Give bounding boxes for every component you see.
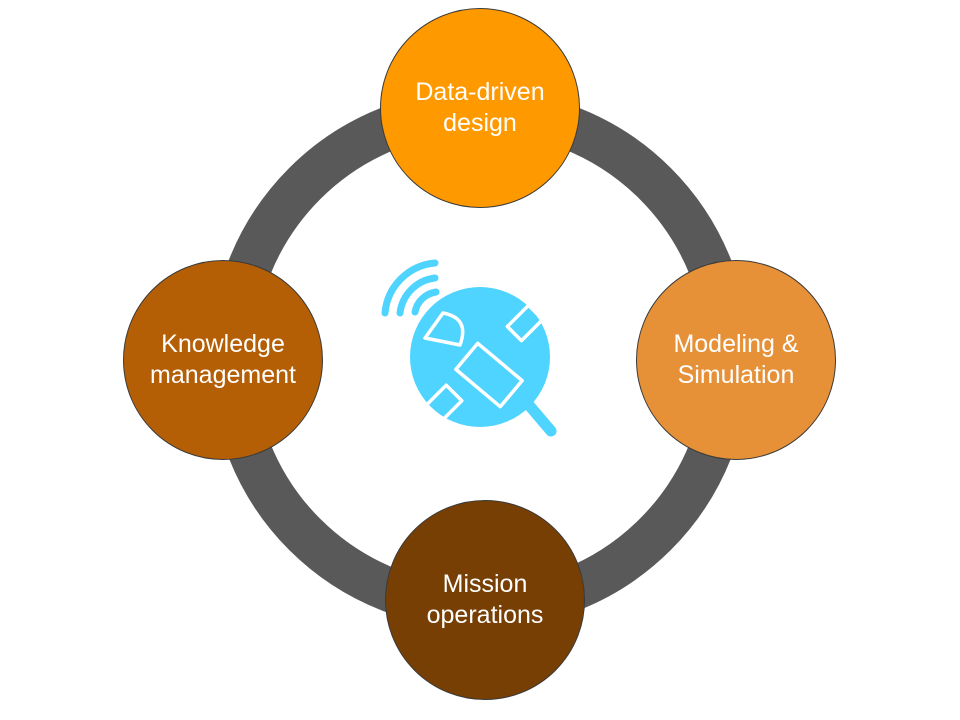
node-label: Modeling & Simulation [673,330,799,389]
node-label: Knowledge management [150,330,296,389]
node-mission-operations: Mission operations [385,500,585,700]
node-label: Data-driven design [415,78,545,137]
node-modeling-simulation: Modeling & Simulation [636,260,836,460]
node-knowledge-management: Knowledge management [123,260,323,460]
node-data-driven-design: Data-driven design [380,8,580,208]
satellite-search-icon [381,259,557,437]
node-label: Mission operations [426,570,544,629]
